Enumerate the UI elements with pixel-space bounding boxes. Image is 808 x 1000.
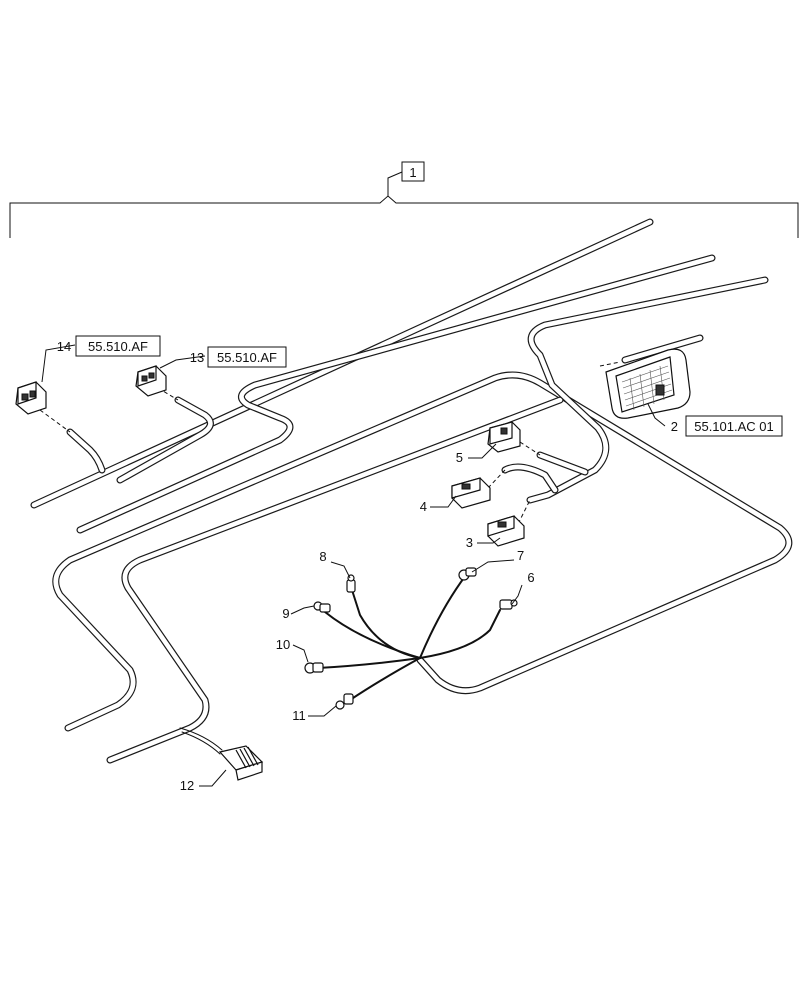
callout-6: 6 bbox=[527, 570, 534, 585]
ref-box-13 bbox=[207, 346, 287, 368]
ref-text-14: 55.510.AF bbox=[88, 339, 148, 354]
pigtail-bundle bbox=[317, 574, 501, 701]
callout-8: 8 bbox=[319, 549, 326, 564]
callout-3: 3 bbox=[466, 535, 473, 550]
leader-lines bbox=[41, 344, 666, 787]
callout-10: 10 bbox=[276, 637, 290, 652]
callout-12: 12 bbox=[180, 778, 194, 793]
terminal-10 bbox=[304, 662, 324, 674]
callout-7: 7 bbox=[517, 548, 524, 563]
harness-wires bbox=[30, 218, 793, 764]
terminal-11 bbox=[335, 693, 354, 710]
connector-3 bbox=[487, 515, 525, 547]
callout-4: 4 bbox=[420, 499, 427, 514]
terminals bbox=[304, 567, 518, 710]
callout-13: 13 bbox=[190, 350, 204, 365]
callout-9: 9 bbox=[282, 606, 289, 621]
connector-13 bbox=[135, 365, 167, 397]
connector-5 bbox=[487, 421, 521, 453]
connector-12 bbox=[179, 727, 264, 781]
connector-4 bbox=[451, 477, 491, 509]
callout-1: 1 bbox=[409, 165, 416, 180]
terminal-6 bbox=[499, 599, 518, 610]
ref-text-2: 55.101.AC 01 bbox=[694, 419, 774, 434]
ref-text-13: 55.510.AF bbox=[217, 350, 277, 365]
ref-box-2 bbox=[685, 415, 783, 437]
terminal-9 bbox=[313, 601, 331, 613]
assembly-bracket bbox=[9, 161, 799, 238]
callout-11: 11 bbox=[292, 708, 306, 723]
connector-2 bbox=[605, 348, 691, 419]
connector-14 bbox=[15, 381, 47, 415]
ref-box-14 bbox=[75, 335, 161, 357]
callout-2: 2 bbox=[671, 419, 678, 434]
callout-5: 5 bbox=[456, 450, 463, 465]
terminal-8 bbox=[346, 574, 356, 593]
callout-14: 14 bbox=[57, 339, 71, 354]
terminal-7 bbox=[458, 567, 477, 581]
